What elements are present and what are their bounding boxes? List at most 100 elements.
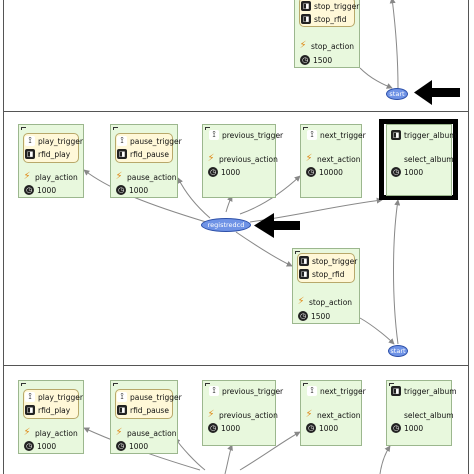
clock-icon: ◷	[116, 441, 126, 451]
trigger-label: stop_trigger	[312, 256, 358, 266]
clock-icon: ◷	[24, 441, 34, 451]
lightning-icon: ⚡	[23, 171, 31, 182]
lightning-icon: ⚡	[297, 296, 305, 307]
trigger-label: trigger_album	[404, 386, 457, 396]
node-start: start	[386, 88, 408, 100]
rfid-card-icon: ◨	[391, 386, 401, 396]
edge-reg-to-stop	[235, 231, 293, 267]
time-label: 1000	[404, 167, 424, 177]
trigger-label: previous_trigger	[222, 386, 284, 396]
trigger-label: play_trigger	[38, 136, 83, 146]
time-label: 1000	[221, 167, 241, 177]
edge-stop-to-start-2	[359, 317, 395, 345]
rfid-card-icon: ◨	[299, 269, 309, 279]
lightning-icon: ⚡	[305, 153, 313, 164]
action-label: previous_action	[219, 154, 278, 164]
node-album: ◨trigger_album select_album ◷1000	[386, 124, 457, 196]
lightning-icon: ⚡	[299, 40, 307, 51]
rfid-label: rfid_pause	[130, 149, 169, 159]
clock-icon: ◷	[24, 185, 34, 195]
edge-stop-to-start	[359, 67, 393, 89]
rfid-card-icon: ◨	[301, 1, 311, 11]
node-corner-icon	[205, 127, 210, 130]
action-label: pause_action	[127, 172, 177, 182]
edge-start-up	[389, 0, 399, 89]
node-corner-icon	[21, 127, 26, 130]
edge-start-to-album	[393, 199, 401, 345]
action-label: next_action	[317, 154, 361, 164]
action-label: select_album	[404, 154, 454, 164]
clock-icon: ◷	[116, 185, 126, 195]
lightning-icon: ⚡	[207, 409, 215, 420]
lightning-icon: ⚡	[305, 409, 313, 420]
node-next-3: ⟟next_trigger ⚡next_action ◷1000	[300, 380, 366, 446]
action-label: play_action	[35, 428, 78, 438]
trigger-label: previous_trigger	[222, 130, 284, 140]
antenna-icon: ⟟	[209, 130, 219, 140]
time-label: 1000	[37, 185, 57, 195]
action-label: play_action	[35, 172, 78, 182]
node-corner-icon	[303, 383, 308, 386]
lightning-icon: ⚡	[207, 153, 215, 164]
clock-icon: ◷	[298, 311, 308, 321]
time-label: 1500	[311, 311, 331, 321]
antenna-icon: ⟟	[25, 392, 35, 402]
rfid-card-icon: ◨	[25, 405, 35, 415]
rfid-card-icon: ◨	[391, 130, 401, 140]
clock-icon: ◷	[300, 55, 310, 65]
edge-p3-album	[379, 445, 391, 474]
rfid-card-icon: ◨	[25, 149, 35, 159]
highlight-box	[379, 119, 458, 200]
node-stop-2: ◨stop_trigger ◨stop_rfid ⚡stop_action ◷1…	[292, 248, 360, 324]
clock-icon: ◷	[306, 423, 316, 433]
node-pause: ⟟pause_trigger ◨rfid_pause ⚡pause_action…	[110, 124, 182, 198]
node-play-3: ⟟play_trigger ◨rfid_play ⚡play_action ◷1…	[18, 380, 84, 454]
edge-p3-next	[239, 431, 301, 471]
node-corner-icon	[303, 127, 308, 130]
rfid-label: rfid_play	[38, 149, 71, 159]
action-label: stop_action	[311, 41, 355, 51]
trigger-label: next_trigger	[320, 130, 366, 140]
time-label: 1000	[221, 423, 241, 433]
lightning-icon: ⚡	[115, 171, 123, 182]
trigger-label: play_trigger	[38, 392, 83, 402]
node-registered: registredcd	[201, 218, 251, 232]
rfid-label: rfid_pause	[130, 405, 169, 415]
node-previous-3: ⟟previous_trigger ⚡previous_action ◷1000	[202, 380, 283, 446]
node-play: ⟟play_trigger ◨rfid_play ⚡ play_action ◷1…	[18, 124, 84, 198]
edge-reg-to-previous	[225, 195, 233, 213]
antenna-icon: ⟟	[117, 392, 127, 402]
trigger-label: pause_trigger	[130, 136, 182, 146]
node-previous: ⟟previous_trigger ⚡previous_action ◷1000	[202, 124, 283, 198]
action-label: next_action	[317, 410, 361, 420]
time-label: 1000	[129, 185, 149, 195]
node-pause-3: ⟟pause_trigger ◨rfid_pause ⚡ pause_action…	[110, 380, 182, 454]
rfid-card-icon: ◨	[117, 149, 127, 159]
node-next: ⟟next_trigger ⚡next_action ◷10000	[300, 124, 366, 198]
rfid-card-icon: ◨	[301, 14, 311, 24]
clock-icon: ◷	[391, 167, 401, 177]
edge-reg-to-pause	[177, 177, 211, 219]
antenna-icon: ⟟	[25, 136, 35, 146]
antenna-icon: ⟟	[209, 386, 219, 396]
edge-p3-previous	[224, 444, 233, 474]
edge-p3-pause	[174, 437, 206, 471]
pointer-arrow-start	[414, 80, 460, 105]
node-start-2: start	[388, 345, 408, 357]
rfid-card-icon: ◨	[117, 405, 127, 415]
trigger-label: pause_trigger	[130, 392, 182, 402]
node-corner-icon	[205, 383, 210, 386]
time-label: 1500	[313, 55, 333, 65]
node-corner-icon	[113, 383, 118, 386]
clock-icon: ◷	[208, 423, 218, 433]
rfid-label: stop_rfid	[314, 14, 347, 24]
rfid-label: stop_rfid	[312, 269, 345, 279]
node-stop: ◨stop_trigger ◨stop_rfid ⚡stop_action ◷1…	[294, 0, 360, 68]
lightning-icon: ⚡	[115, 427, 123, 438]
action-label: pause_action	[127, 428, 177, 438]
time-label: 1000	[404, 423, 424, 433]
trigger-label: trigger_album	[404, 130, 457, 140]
clock-icon: ◷	[306, 167, 316, 177]
time-label: 1000	[319, 423, 339, 433]
